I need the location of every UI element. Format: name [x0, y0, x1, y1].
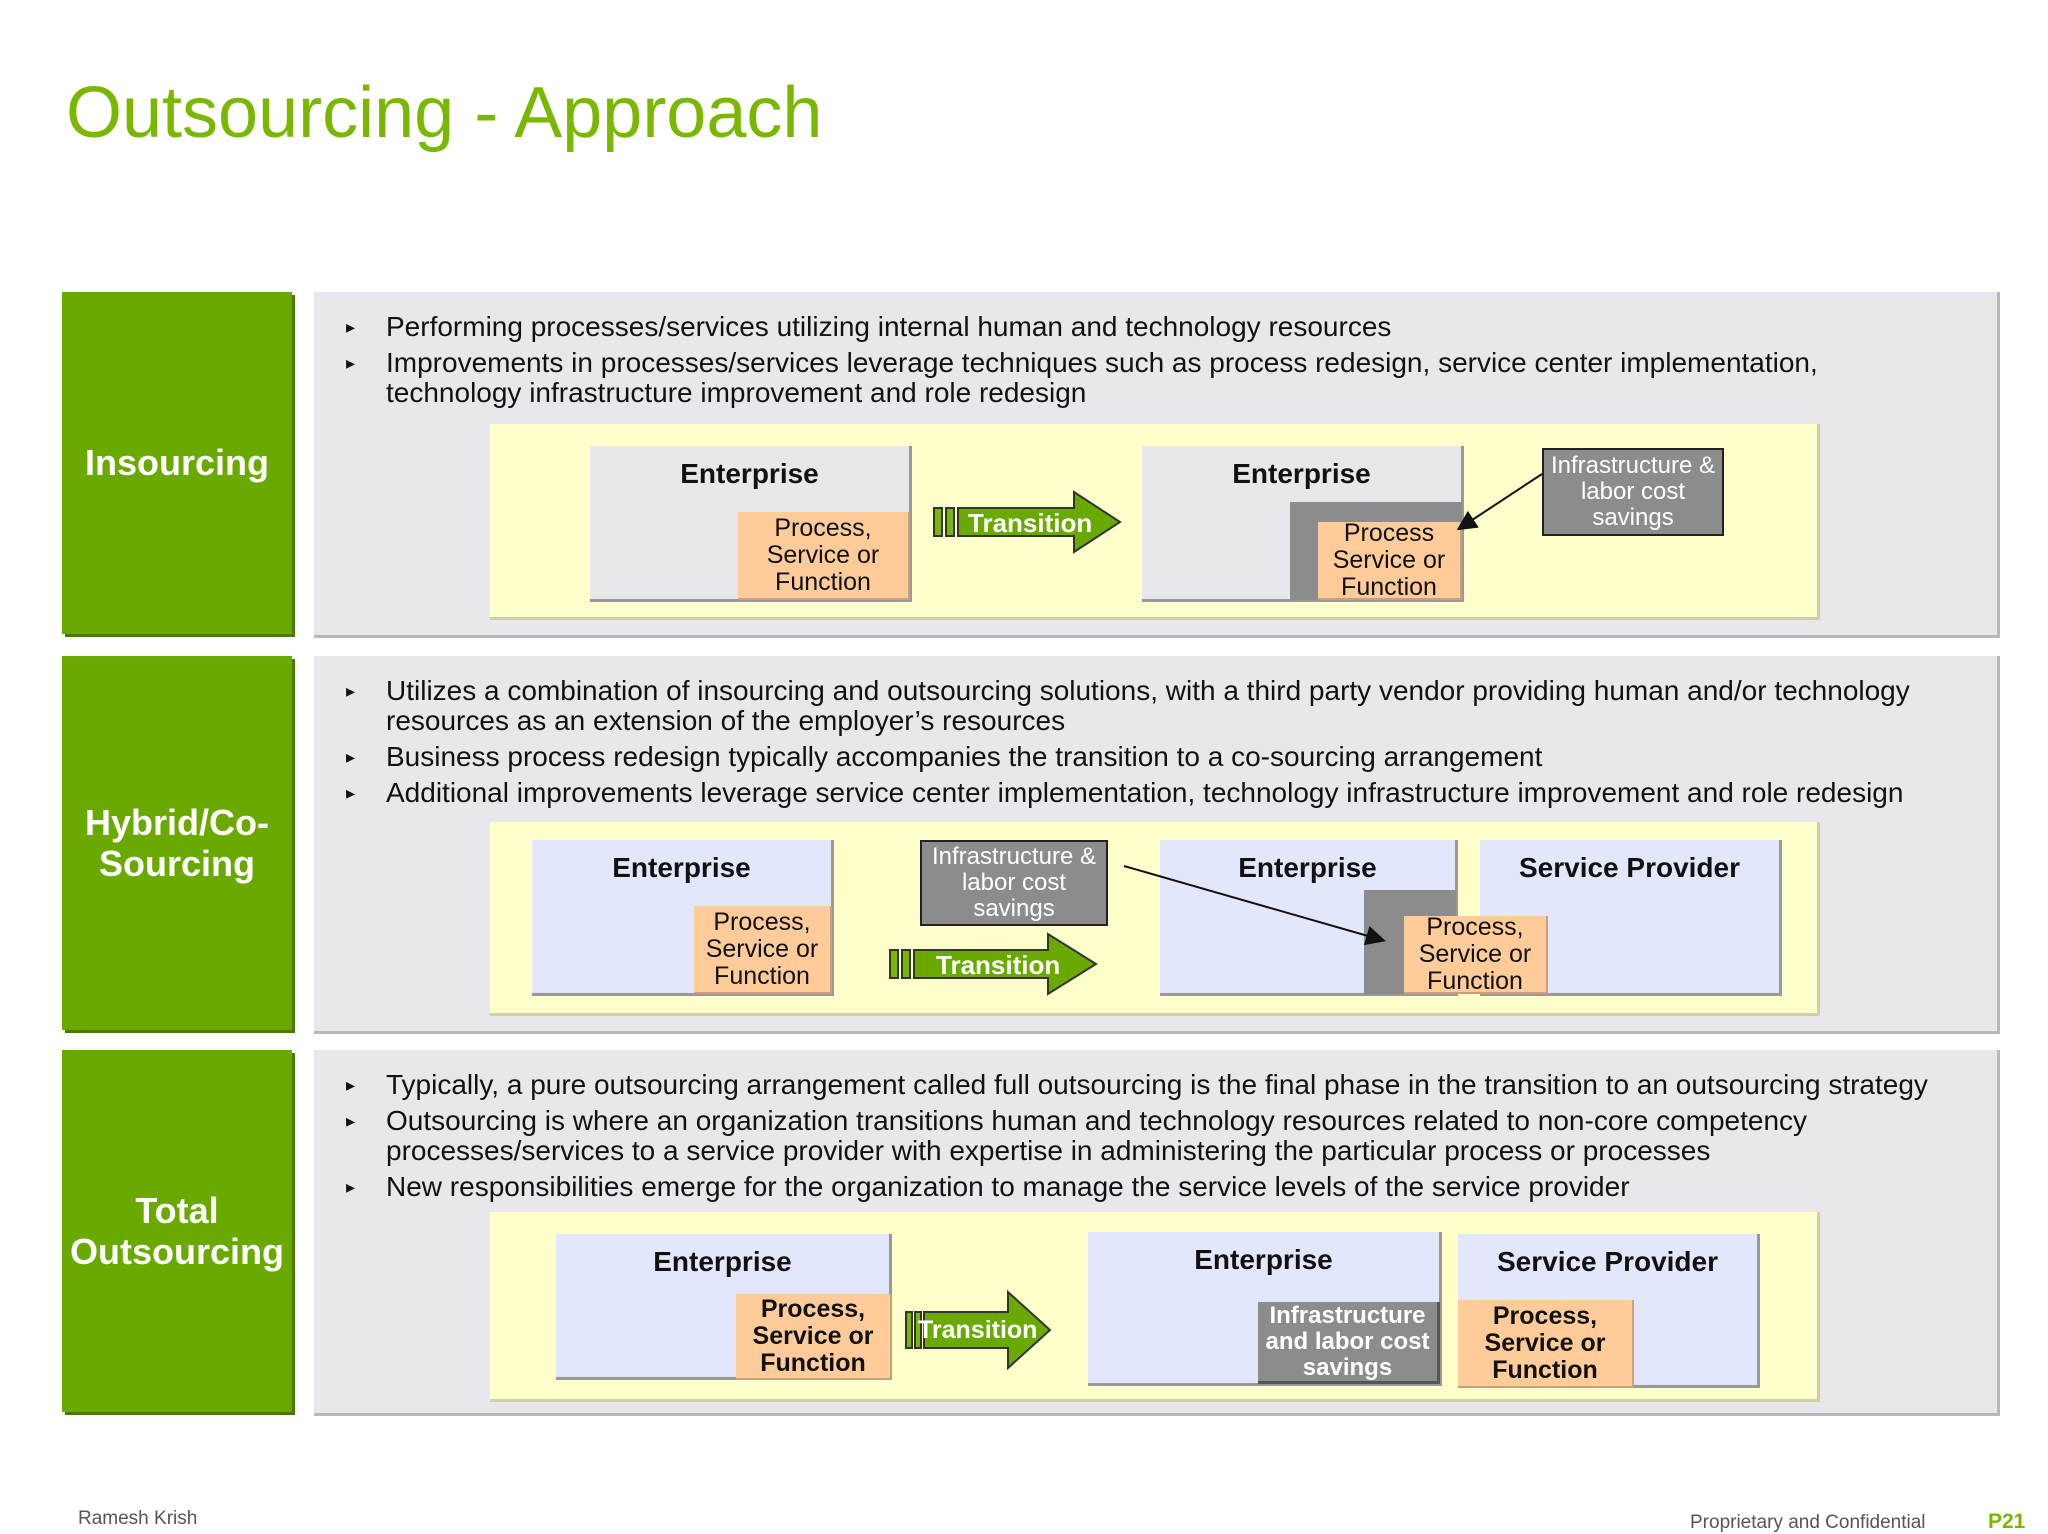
bullet-item: Improvements in processes/services lever…	[314, 348, 1954, 408]
footer-author: Ramesh Krish	[78, 1508, 198, 1529]
transition-arrow	[889, 932, 1098, 996]
bullet-list: Performing processes/services utilizing …	[314, 312, 1954, 414]
bullet-list: Utilizes a combination of insourcing and…	[314, 676, 1954, 814]
row-label-insourcing: Insourcing	[62, 292, 292, 634]
transition-label: Transition	[918, 1316, 1038, 1344]
process-box: Process, Service or Function	[1404, 913, 1548, 994]
process-box: Process, Service or Function	[736, 1294, 892, 1380]
page-number: P21	[1988, 1510, 2026, 1533]
transition-label: Transition	[936, 950, 1061, 980]
process-box: Process, Service or Function	[1458, 1300, 1634, 1388]
page-title: Outsourcing - Approach	[66, 73, 823, 153]
bullet-item: New responsibilities emerge for the orga…	[314, 1172, 1974, 1203]
transition-arrow	[905, 1290, 1052, 1370]
bullet-item: Performing processes/services utilizing …	[314, 312, 1954, 343]
transition-arrow	[933, 490, 1122, 554]
bullet-item: Typically, a pure outsourcing arrangemen…	[314, 1070, 1974, 1101]
savings-callout: Infrastructure & labor cost savings	[1542, 448, 1724, 536]
bullet-item: Additional improvements leverage service…	[314, 778, 1954, 809]
bullet-list: Typically, a pure outsourcing arrangemen…	[314, 1070, 1974, 1208]
process-box: Process, Service or Function	[738, 512, 910, 600]
row-label-total-outsourcing: Total Outsourcing	[62, 1050, 292, 1412]
pointer-arrow	[1456, 473, 1543, 531]
row-label-hybrid: Hybrid/Co-Sourcing	[62, 656, 292, 1030]
footer-confidential: Proprietary and Confidential	[1690, 1512, 1926, 1533]
bullet-item: Utilizes a combination of insourcing and…	[314, 676, 1954, 736]
bullet-item: Business process redesign typically acco…	[314, 742, 1954, 773]
savings-callout: Infrastructure & labor cost savings	[920, 840, 1108, 926]
bullet-item: Outsourcing is where an organization tra…	[314, 1106, 1974, 1166]
savings-callout: Infrastructure and labor cost savings	[1258, 1302, 1440, 1384]
process-box: Process Service or Function	[1318, 519, 1462, 600]
transition-label: Transition	[968, 508, 1093, 538]
process-box: Process, Service or Function	[694, 906, 832, 994]
pointer-arrow	[1123, 865, 1386, 946]
